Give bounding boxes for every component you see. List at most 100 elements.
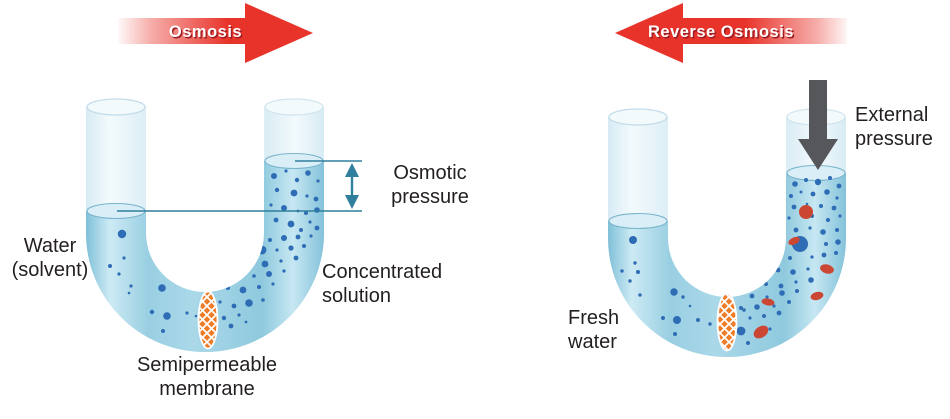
water-surface-solution xyxy=(786,164,846,182)
solvent-particles-group xyxy=(108,229,198,333)
solute-particle xyxy=(799,190,803,194)
solute-particle xyxy=(313,196,319,202)
fresh-water-particle xyxy=(661,316,665,320)
solute-particle xyxy=(271,173,277,179)
osmotic-pressure-label: Osmotic pressure xyxy=(391,162,469,209)
solute-particle xyxy=(248,260,252,264)
solute-particle xyxy=(746,341,750,345)
solute-particle xyxy=(790,269,796,275)
solute-particle xyxy=(808,277,814,283)
tube-rim-left xyxy=(86,98,146,116)
fresh-water-particle xyxy=(628,279,632,283)
solute-particle xyxy=(814,178,822,186)
solute-particle xyxy=(835,196,839,200)
fresh-water-particle xyxy=(629,236,637,244)
fresh-water-particle xyxy=(670,288,678,296)
fresh-water-particle xyxy=(708,322,712,326)
solute-particle xyxy=(282,269,286,273)
external-pressure-arrow xyxy=(798,80,838,170)
solute-particle xyxy=(835,239,841,245)
solute-particle xyxy=(305,194,309,198)
solute-particle xyxy=(316,179,320,183)
solute-particle xyxy=(239,286,247,294)
contaminant-particle xyxy=(810,291,824,301)
reverse-osmosis-arrow-label: Reverse Osmosis xyxy=(647,23,794,41)
fresh-water-particle xyxy=(633,261,637,265)
pressure-arrowhead-up xyxy=(345,163,359,177)
solute-particle xyxy=(266,271,272,277)
fresh-water-label: Fresh water xyxy=(568,307,620,354)
solute-particle xyxy=(274,187,280,193)
solvent-particle xyxy=(127,291,131,295)
solute-particle xyxy=(252,274,256,278)
fresh-water-particle xyxy=(620,269,624,273)
solute-particle xyxy=(775,267,781,273)
solute-particle xyxy=(269,203,273,207)
solute-particle xyxy=(226,286,230,290)
solute-particle xyxy=(288,245,294,251)
solute-particle xyxy=(739,306,743,310)
solute-particle xyxy=(275,248,279,252)
solute-particle xyxy=(742,308,746,312)
solvent-particle xyxy=(194,314,198,318)
solute-particle xyxy=(294,177,300,183)
solute-particle xyxy=(314,225,320,231)
solute-particle xyxy=(831,205,837,211)
solvent-particle xyxy=(158,284,166,292)
solute-particle xyxy=(309,234,313,238)
water-surface-fresh xyxy=(608,212,668,230)
reverse-osmosis-utube xyxy=(608,3,847,357)
solute-particle xyxy=(231,303,237,309)
solute-particle xyxy=(295,234,301,240)
solute-particle xyxy=(836,183,842,189)
solute-particle xyxy=(293,255,299,261)
solute-particle xyxy=(749,293,755,299)
solute-particle xyxy=(290,189,298,197)
solute-particle xyxy=(754,304,760,310)
solute-particle xyxy=(304,211,308,215)
solute-particles-group xyxy=(732,176,842,345)
reverse-osmosis-arrow xyxy=(615,3,847,63)
solvent-particle xyxy=(122,256,126,260)
solute-particle xyxy=(806,267,810,271)
pressure-arrowhead-down xyxy=(345,195,359,209)
fresh-particles-group xyxy=(620,236,712,336)
fresh-water-particle xyxy=(688,304,692,308)
semipermeable-membrane-label: Semipermeable membrane xyxy=(136,354,278,401)
solute-particle xyxy=(736,326,746,336)
utube-liquid xyxy=(608,173,846,357)
semipermeable-membrane xyxy=(716,292,738,352)
solute-particle xyxy=(776,310,782,316)
solute-particle xyxy=(257,285,261,289)
solute-particle xyxy=(237,313,241,317)
solute-particle xyxy=(221,315,227,321)
solute-particle xyxy=(819,204,823,208)
solute-particle xyxy=(261,298,265,302)
solvent-particle xyxy=(161,329,165,333)
contaminant-particles-group xyxy=(753,205,834,339)
water-solvent-label: Water (solvent) xyxy=(11,235,89,282)
solute-particle xyxy=(245,299,253,307)
solute-particle xyxy=(787,216,791,220)
solute-particle xyxy=(228,323,234,329)
solute-particle xyxy=(299,228,303,232)
solute-particle xyxy=(748,316,752,320)
concentrated-solution-label: Concentrated solution xyxy=(322,261,443,308)
tube-rim-left xyxy=(608,108,668,126)
solute-particle xyxy=(787,300,791,304)
solute-particle xyxy=(765,295,769,299)
tube-rim-right xyxy=(264,98,324,116)
contaminant-particle xyxy=(820,264,834,274)
fresh-water-particle xyxy=(673,332,677,336)
solute-particle xyxy=(284,169,288,173)
solute-particle xyxy=(281,205,287,211)
fresh-water-particle xyxy=(636,270,640,274)
fresh-water-particle xyxy=(638,293,642,297)
solute-particle xyxy=(764,282,768,286)
solute-particle xyxy=(302,244,306,248)
contaminant-particle xyxy=(788,236,800,246)
solute-particle xyxy=(261,260,269,268)
solute-particle xyxy=(793,227,799,233)
osmosis-utube xyxy=(86,3,362,352)
